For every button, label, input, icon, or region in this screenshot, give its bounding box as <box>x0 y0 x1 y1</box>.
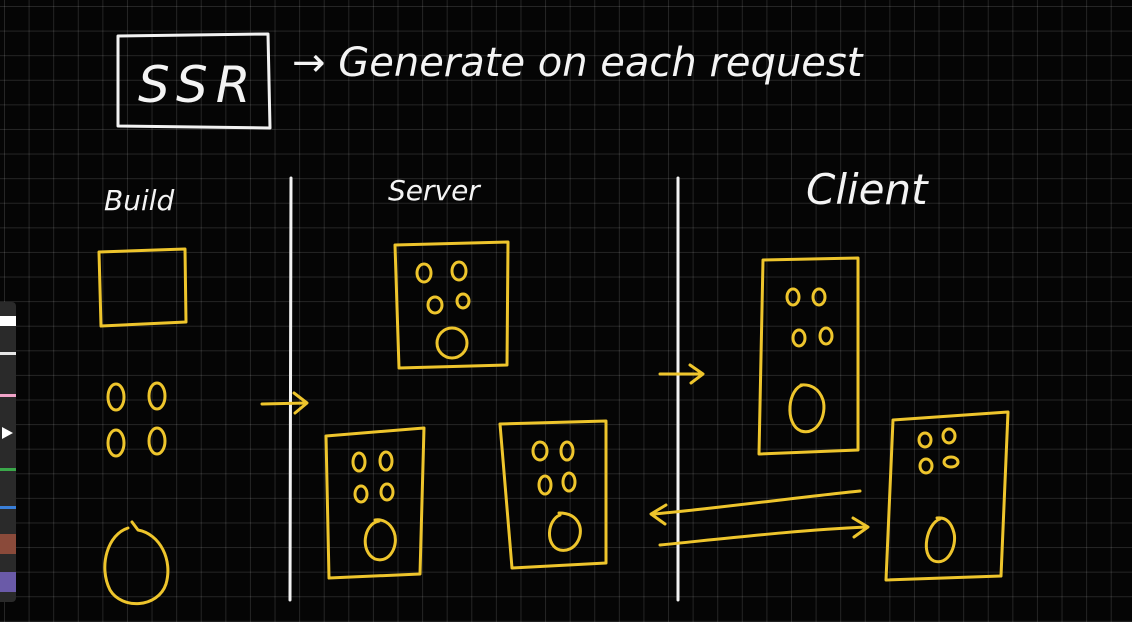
build-label: Build <box>104 184 175 217</box>
divider-build-server <box>288 176 293 602</box>
build-column <box>97 247 188 605</box>
client-label: Client <box>806 165 929 214</box>
server-page-top <box>393 240 510 370</box>
build-to-server-arrow <box>260 391 309 415</box>
palette-swatch-light[interactable] <box>0 352 16 355</box>
server-to-client-arrow <box>658 363 705 385</box>
server-page-bottom-right <box>498 419 608 570</box>
ssr-title-group: SSR → Generate on each request <box>116 32 864 130</box>
build-dots-grid <box>106 381 167 458</box>
palette-swatch-brown[interactable] <box>0 534 16 554</box>
server-page-bottom-left <box>324 426 426 580</box>
palette-swatch-pink[interactable] <box>0 394 16 397</box>
palette-swatch-purple[interactable] <box>0 572 16 592</box>
palette-pointer-icon[interactable] <box>0 426 16 440</box>
build-large-circle <box>103 520 170 605</box>
ssr-tagline: → Generate on each request <box>292 40 864 86</box>
palette-swatch-blue[interactable] <box>0 506 16 509</box>
client-page-bottom <box>884 410 1010 582</box>
palette-swatch-white[interactable] <box>0 316 16 326</box>
client-page-top <box>757 256 860 456</box>
exchange-arrows <box>649 489 870 547</box>
server-label: Server <box>388 174 481 207</box>
palette-swatch-green[interactable] <box>0 468 16 471</box>
client-column <box>757 256 1010 582</box>
color-palette <box>0 302 16 602</box>
server-column <box>324 240 608 580</box>
ssr-title-box <box>116 32 272 130</box>
ssr-title-text: SSR <box>138 56 258 114</box>
build-page-shell <box>97 247 188 328</box>
